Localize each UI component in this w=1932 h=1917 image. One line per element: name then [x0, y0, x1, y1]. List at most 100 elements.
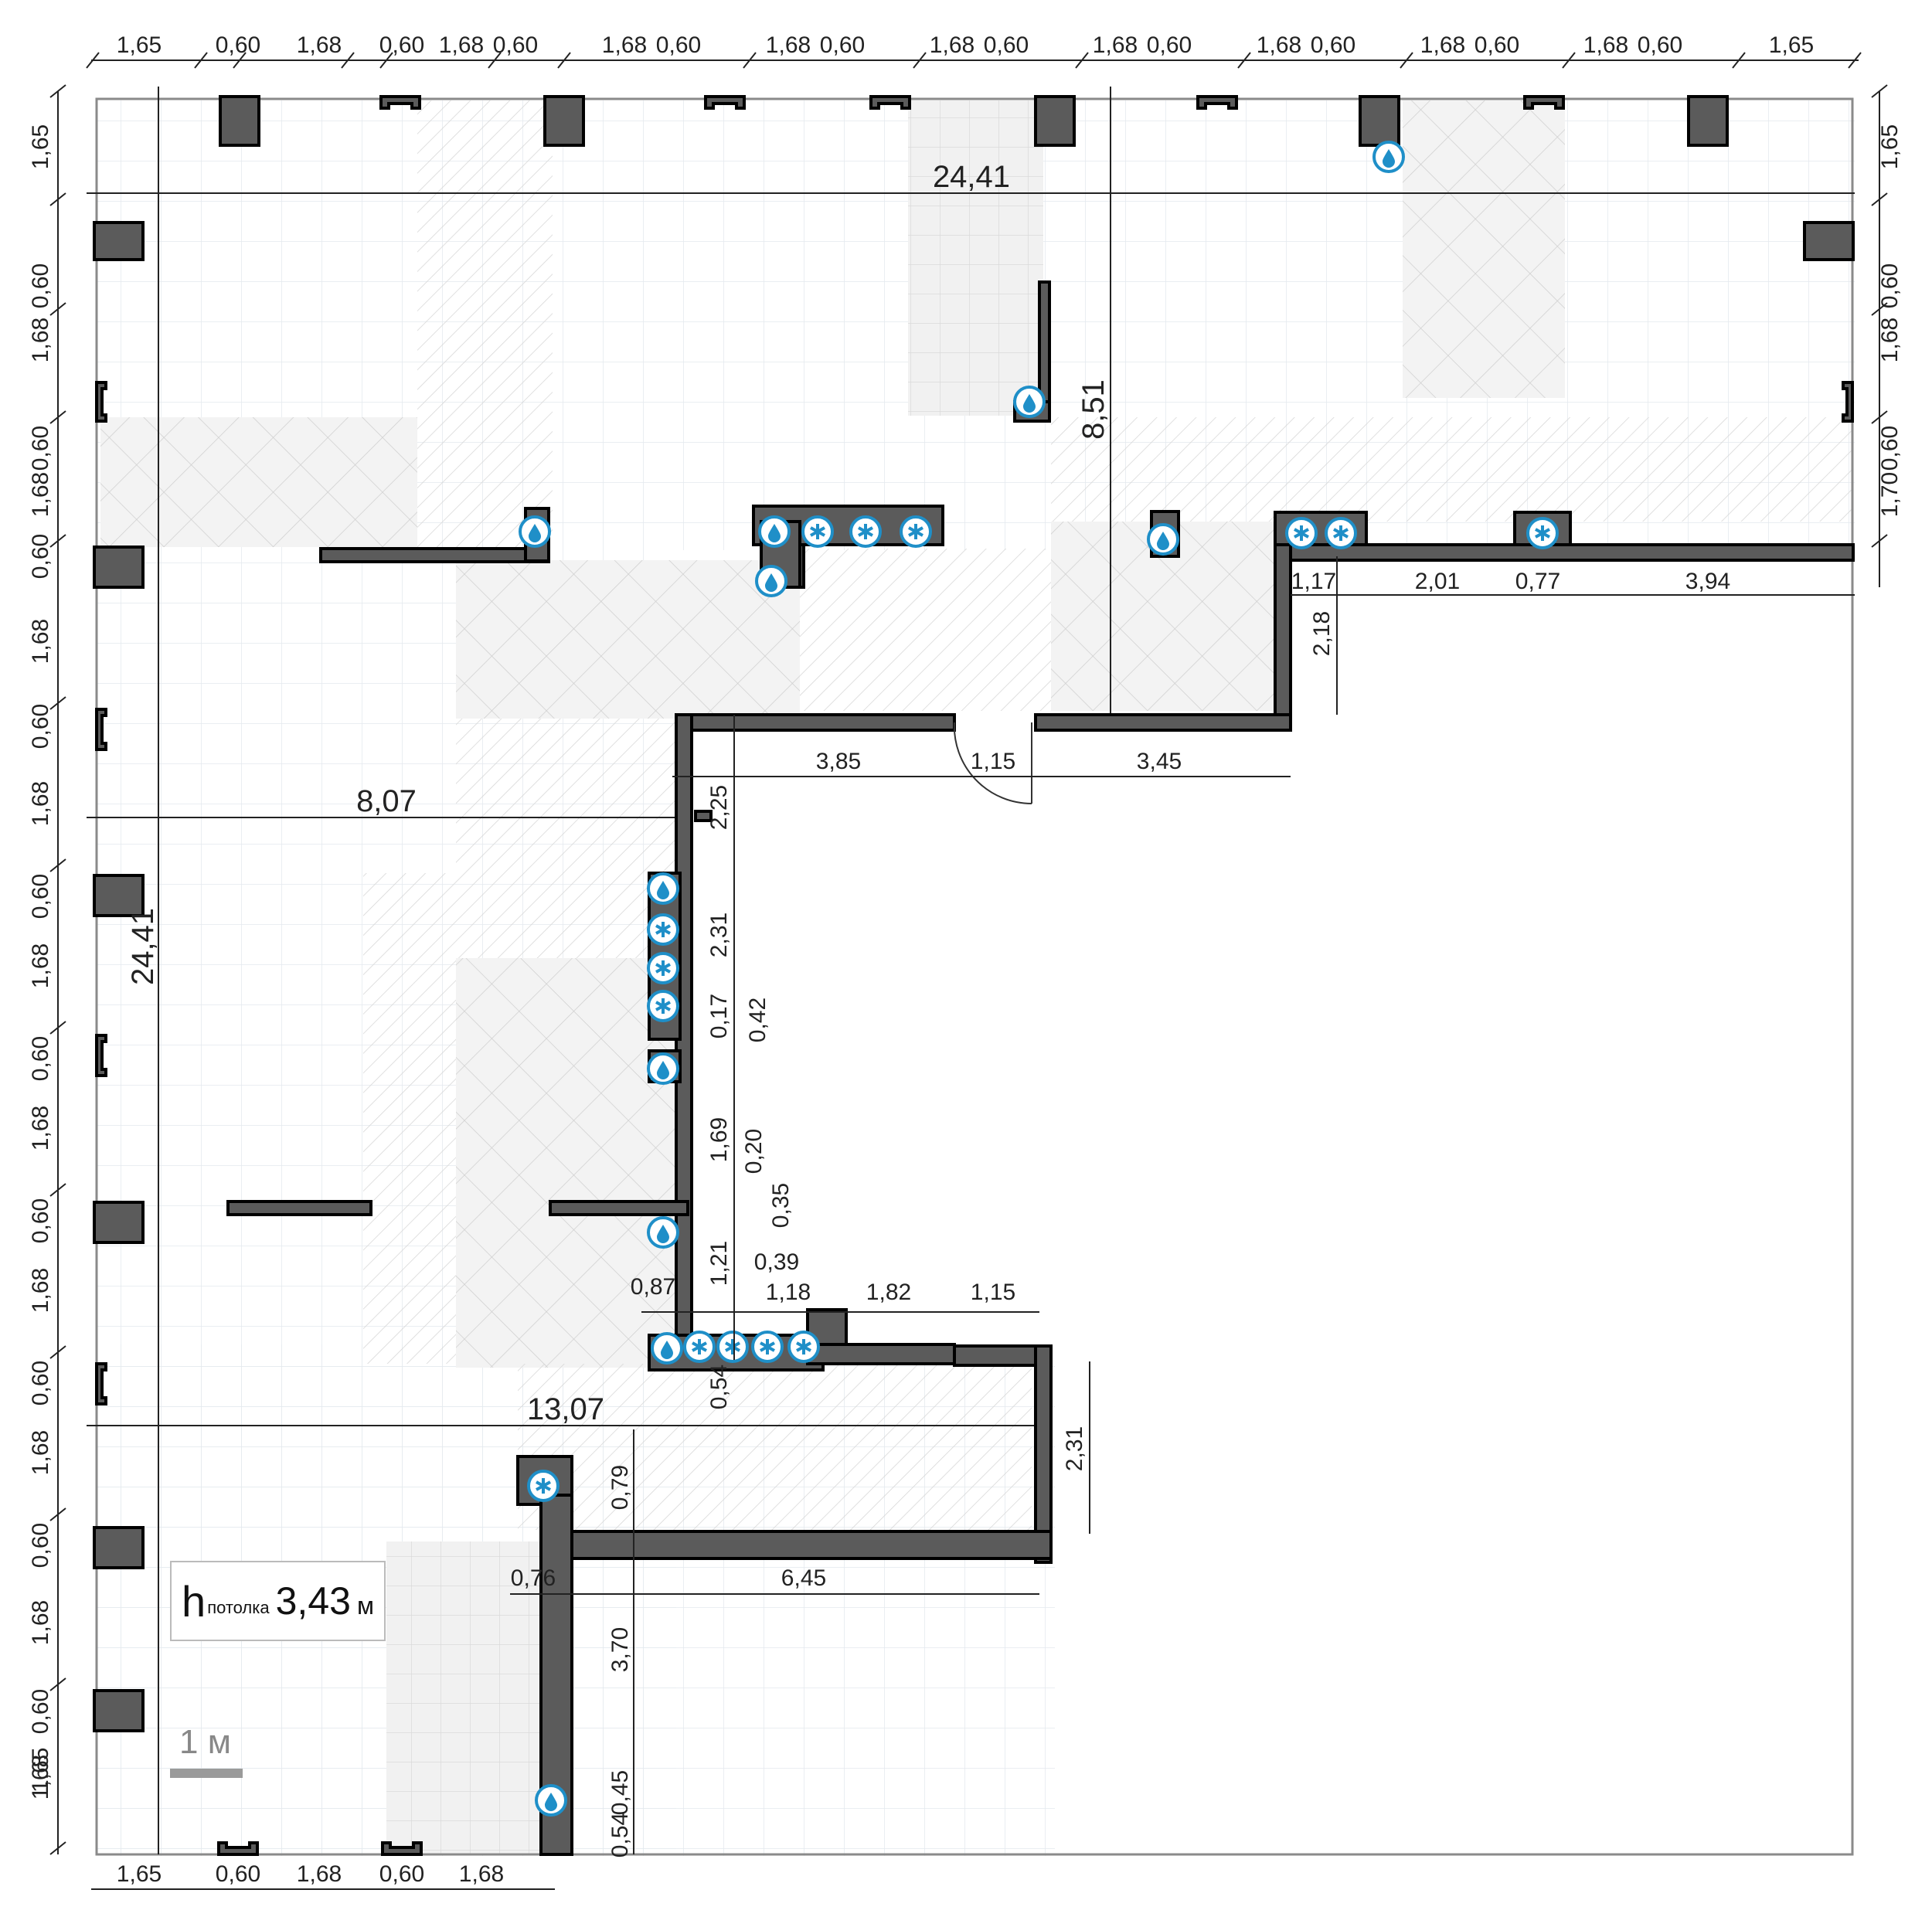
door	[953, 722, 1032, 805]
dim-label: 0,39	[754, 1249, 799, 1275]
dim-label: 1,82	[866, 1280, 911, 1305]
dim-label: 1,68	[297, 32, 342, 58]
dim-label: 1,65	[117, 32, 162, 58]
dim-label: 3,45	[1137, 749, 1182, 774]
fan-icons	[527, 515, 1559, 1502]
dim-label: 0,60	[28, 1689, 53, 1734]
fan-icon	[647, 952, 679, 984]
dim-label: 1,18	[766, 1280, 811, 1305]
dim-label: 0,60	[28, 1523, 53, 1568]
ceiling-height-unit: м	[356, 1591, 374, 1620]
overall-dim-labels: 24,41 24,41 8,07 13,07 8,51	[126, 160, 1111, 1426]
dim-label: 0,60	[28, 874, 53, 919]
dim-label: 1,65	[117, 1861, 162, 1887]
dim-label: 1,68	[28, 781, 53, 826]
dim-label: 0,60	[28, 534, 53, 579]
fan-icon	[647, 990, 679, 1022]
dim-label: 0,60	[379, 32, 424, 58]
hatch-zones	[100, 100, 1853, 1854]
width-13-07-label: 13,07	[527, 1392, 604, 1426]
dim-label: 0,60	[820, 32, 865, 58]
dim-label: 3,94	[1685, 569, 1730, 594]
overall-left-label: 24,41	[126, 908, 160, 985]
dim-label: 2,31	[1062, 1426, 1087, 1471]
dim-label: 1,68	[28, 318, 53, 362]
fan-icon	[683, 1331, 716, 1363]
dim-label: 1,17	[1291, 569, 1336, 594]
fan-icon	[1285, 517, 1318, 549]
dim-label: 1,68	[28, 1106, 53, 1151]
dim-label: 1,65	[28, 124, 53, 169]
dim-label: 1,68	[28, 943, 53, 988]
columns	[93, 95, 1855, 1856]
fan-icon	[647, 913, 679, 946]
dim-label: 0,60	[379, 1861, 424, 1887]
water-drop-icon	[755, 565, 787, 597]
dim-label: 0,60	[28, 1361, 53, 1405]
dim-label: 0,60	[1877, 263, 1903, 308]
water-drop-icon	[1372, 141, 1405, 173]
dim-label: 0,60	[1877, 426, 1903, 471]
fan-icon	[787, 1331, 820, 1363]
dim-label: 1,68	[1257, 32, 1301, 58]
scale-label: 1 м	[179, 1723, 231, 1761]
left-dim-labels: 1,65 1,68 0,60 1,68 0,60 1,68 0,60 1,68 …	[28, 124, 53, 1800]
inner-dim-labels: 1,17 2,01 0,77 3,94 2,18 3,85 1,15 3,45 …	[511, 569, 1730, 1858]
dim-label: 2,18	[1309, 611, 1335, 656]
right-dim-labels: 1,65 1,68 0,60 1,70 0,60	[1877, 124, 1903, 517]
dim-label: 0,60	[28, 263, 53, 308]
dim-label: 0,60	[1311, 32, 1355, 58]
top-dim-labels: 1,65 0,60 1,68 0,60 1,68 0,60 1,68 0,60 …	[117, 32, 1814, 58]
dim-label: 1,65	[1769, 32, 1814, 58]
dim-label: 0,60	[984, 32, 1029, 58]
dim-label: 1,70	[1877, 472, 1903, 517]
dim-label: 1,68	[1877, 318, 1903, 362]
dim-label: 0,60	[493, 32, 538, 58]
dim-label: 0,60	[1147, 32, 1192, 58]
dim-label: 0,20	[741, 1129, 767, 1174]
dim-label: 0,60	[216, 1861, 260, 1887]
bottom-dim-labels: 1,65 0,60 1,68 0,60 1,68	[117, 1861, 504, 1887]
dim-label: 0,60	[1475, 32, 1519, 58]
fan-icon	[801, 515, 834, 548]
dim-label: 1,68	[28, 1268, 53, 1313]
dim-label: 1,68	[930, 32, 975, 58]
water-drop-icon	[535, 1784, 567, 1817]
dim-label: 6,45	[781, 1565, 826, 1591]
dim-label: 0,45	[607, 1770, 633, 1815]
water-drop-icon	[519, 515, 551, 548]
dim-label: 1,68	[1583, 32, 1628, 58]
overall-top-label: 24,41	[933, 160, 1010, 194]
water-drop-icon	[647, 1052, 679, 1085]
dim-label: 1,68	[28, 1600, 53, 1645]
dim-label: 1,68	[459, 1861, 504, 1887]
fan-icon	[900, 515, 932, 548]
dim-label: 2,25	[706, 785, 732, 830]
height-8-51-label: 8,51	[1077, 379, 1111, 440]
ceiling-h-subscript: потолка	[207, 1598, 270, 1617]
water-drop-icon	[651, 1332, 683, 1365]
fan-icon	[849, 515, 882, 548]
dim-label: 0,54	[706, 1365, 732, 1409]
dim-label: 1,68	[1420, 32, 1465, 58]
dim-label: 1,68	[439, 32, 484, 58]
dim-label: 1,21	[706, 1241, 732, 1286]
fan-icon	[716, 1331, 749, 1363]
fan-icon	[527, 1470, 560, 1502]
dim-label: 0,60	[1638, 32, 1682, 58]
scale-bar	[170, 1769, 243, 1778]
dim-label: 1,68	[28, 619, 53, 664]
fan-icon	[1526, 517, 1559, 549]
dim-label: 0,60	[28, 704, 53, 749]
dim-label: 0,76	[511, 1565, 556, 1591]
ceiling-h-letter: h	[182, 1576, 206, 1626]
dim-label: 0,35	[768, 1183, 794, 1228]
dim-label: 0,60	[216, 32, 260, 58]
water-drop-icon	[1013, 386, 1046, 418]
dim-label: 1,15	[971, 749, 1015, 774]
water-drop-icon	[647, 872, 679, 905]
dim-label: 1,15	[971, 1280, 1015, 1305]
ceiling-height-box: h потолка 3,43 м	[170, 1561, 386, 1641]
water-drop-icon	[1147, 523, 1179, 556]
